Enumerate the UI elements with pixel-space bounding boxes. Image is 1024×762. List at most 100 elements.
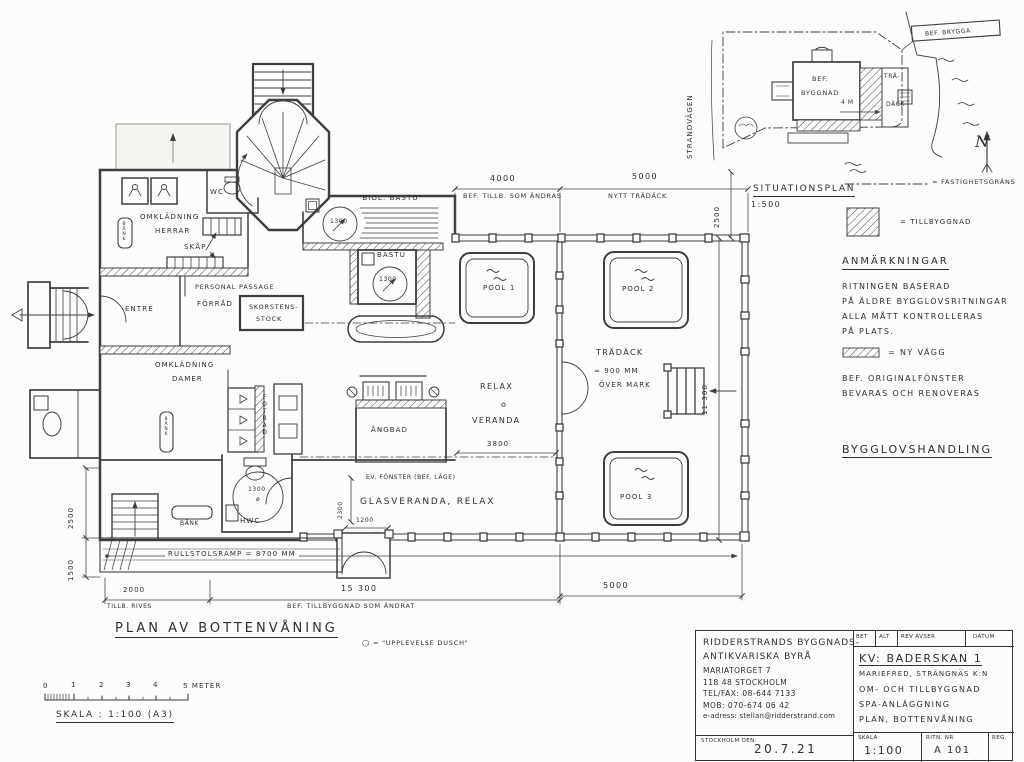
header-div-2 <box>897 631 898 646</box>
scale-row-div-2 <box>988 732 989 762</box>
bench-label-bottom: BÄNK <box>180 520 200 527</box>
header-div-3 <box>965 631 966 646</box>
room-label-herrar: HERRAR <box>155 227 191 235</box>
drawing-number-value: A 101 <box>934 745 971 756</box>
scalebar-2: 2 <box>99 681 105 689</box>
street-label-strandvagen: STRANDVÄGEN <box>686 94 694 159</box>
glasveranda-label: GLASVERANDA, RELAX <box>360 497 496 507</box>
scale-value: 1:100 <box>864 744 904 757</box>
date-row-line <box>696 735 853 737</box>
note-line-4: PÅ PLATS. <box>842 327 895 336</box>
room-label-omkladning-herrar: OMKLÄDNING <box>140 213 200 221</box>
company-city: 118 48 STOCKHOLM <box>703 677 788 687</box>
room-label-skap: SKÅP <box>184 243 207 251</box>
date-value: 20.7.21 <box>754 742 818 756</box>
company-name-2: ANTIKVARISKA BYRÅ <box>703 651 812 662</box>
legend-fastighetsgrans: = FASTIGHETSGRÄNS <box>932 178 1016 186</box>
project-type: OM- OCH TILLBYGGNAD <box>859 685 981 694</box>
reg-label: REG. <box>992 735 1007 741</box>
dim-4m: 4 M <box>841 99 854 106</box>
project-sheet: PLAN, BOTTENVÅNING <box>859 715 974 724</box>
room-label-entre: ENTRÉ <box>125 305 154 313</box>
scale-row-line <box>853 732 1014 734</box>
tradack-over-mark-label: ÖVER MARK <box>599 381 651 389</box>
deck-label-2: DÄCK <box>886 101 906 108</box>
dim-2000-note: TILLB. RIVES <box>107 603 152 610</box>
veranda-label: VERANDA <box>472 416 521 425</box>
company-name-1: RIDDERSTRANDS BYGGNADS- <box>703 638 861 648</box>
note-line-1: RITNINGEN BASERAD <box>842 282 951 291</box>
legend-tillbyggnad: = TILLBYGGNAD <box>900 218 972 226</box>
note-line-3: ALLA MÅTT KONTROLLERAS <box>842 312 984 321</box>
company-email: e-adress: stellan@ridderstrand.com <box>703 712 836 721</box>
company-mobile: MOB: 070-674 06 42 <box>703 700 790 710</box>
changing-women <box>159 369 303 455</box>
pool3-label: POOL 3 <box>620 493 653 501</box>
dim-4000: 4000 <box>490 174 516 183</box>
room-label-wc: WC <box>210 188 225 196</box>
note-fonster-1: BEF. ORIGINALFÖNSTER <box>842 374 966 383</box>
room-label-skorstens: SKORSTENS- <box>249 303 299 311</box>
dim-1200: 1200 <box>356 517 374 524</box>
project-facility: SPA-ANLÄGGNING <box>859 700 951 709</box>
scalebar-3: 3 <box>126 681 132 689</box>
stair-tower <box>235 62 331 232</box>
dim-4000-note: BEF. TILLB. SOM ÄNDRAS <box>463 192 562 200</box>
room-label-angbad: ÅNGBAD <box>371 426 409 434</box>
title-block: BET ALT REV AVSER DATUM RIDDERSTRANDS BY… <box>695 630 1014 762</box>
dim-5000-top: 5000 <box>632 172 658 181</box>
angbad-room <box>346 375 447 463</box>
dim-5000-bottom: 5000 <box>603 581 629 590</box>
room-label-stock: STOCK <box>256 315 283 323</box>
bench-label-herrar: BÄNK <box>121 222 127 242</box>
dim-15300: 15 300 <box>341 584 378 593</box>
bastu-diameter: 1300 <box>379 276 397 283</box>
dim-1500-left: 1500 <box>67 558 75 581</box>
tradack-label: TRÄDÄCK <box>596 348 644 357</box>
ev-fonster-note: EV. FÖNSTER (BEF. LÄGE) <box>366 474 456 481</box>
hwc-diameter: 1300 <box>248 486 266 493</box>
pool1-label: POOL 1 <box>483 284 516 292</box>
header-bottom-line <box>853 646 1014 648</box>
upplevelse-dusch-footnote: ◯ = "UPPLEVELSE DUSCH" <box>362 639 469 647</box>
hwc-room <box>99 454 558 541</box>
project-location: MARIEFRED, STRÄNGNÄS K:N <box>859 670 989 678</box>
date-place-label: STOCKHOLM DEN: <box>701 738 757 744</box>
situationsplan-drawing <box>710 11 1001 173</box>
dimension-lines <box>81 169 751 605</box>
drawing-number-label: RITN. NR <box>926 735 954 741</box>
canopy <box>115 123 231 171</box>
note-line-2: PÅ ÄLDRE BYGGLOVSRITNINGAR <box>842 297 1009 306</box>
entre-passage <box>99 275 456 355</box>
bygglovshandling-title: BYGGLOVSHANDLING <box>842 443 993 458</box>
room-label-personal-passage: PERSONAL PASSAGE <box>195 283 275 291</box>
scale-row-div-1 <box>921 732 922 762</box>
room-label-omkladning-damer: OMKLÄDNING <box>155 361 215 369</box>
hwc-diameter-symbol: ø <box>256 496 261 503</box>
dim-11300: 11 300 <box>701 383 709 415</box>
bef-byggnad-label-2: BYGGNAD <box>801 89 840 97</box>
dim-2500-right: 2500 <box>713 205 721 228</box>
scale-bar <box>44 693 189 701</box>
titleblock-header-rev: REV AVSER <box>901 634 936 640</box>
sauna-rooms <box>302 198 445 343</box>
dim-2300: 2300 <box>337 501 344 519</box>
dim-5000-top-note: NYTT TRÄDÄCK <box>608 192 668 200</box>
company-block: RIDDERSTRANDS BYGGNADS- ANTIKVARISKA BYR… <box>703 637 860 722</box>
titleblock-header-bet: BET <box>856 634 868 640</box>
biol-bastu-diameter: 1300 <box>330 218 348 225</box>
sheet-title: PLAN AV BOTTENVÅNING <box>115 621 338 638</box>
pool2-label: POOL 2 <box>622 285 655 293</box>
garden-entrance <box>333 529 394 579</box>
scalebar-4: 4 <box>153 681 159 689</box>
dim-3800: 3800 <box>487 440 510 448</box>
titleblock-divider <box>853 631 855 762</box>
note-fonster-2: BEVARAS OCH RENOVERAS <box>842 389 981 398</box>
bef-byggnad-label-1: BEF. <box>812 75 829 83</box>
dim-15300-note: BEF. TILLBYGGNAD SOM ÄNDRAT <box>287 602 416 610</box>
deck-label-1: TRÄ- <box>884 73 901 80</box>
room-label-bastu: BASTU <box>377 251 406 259</box>
situationsplan-scale: 1:500 <box>751 200 782 209</box>
